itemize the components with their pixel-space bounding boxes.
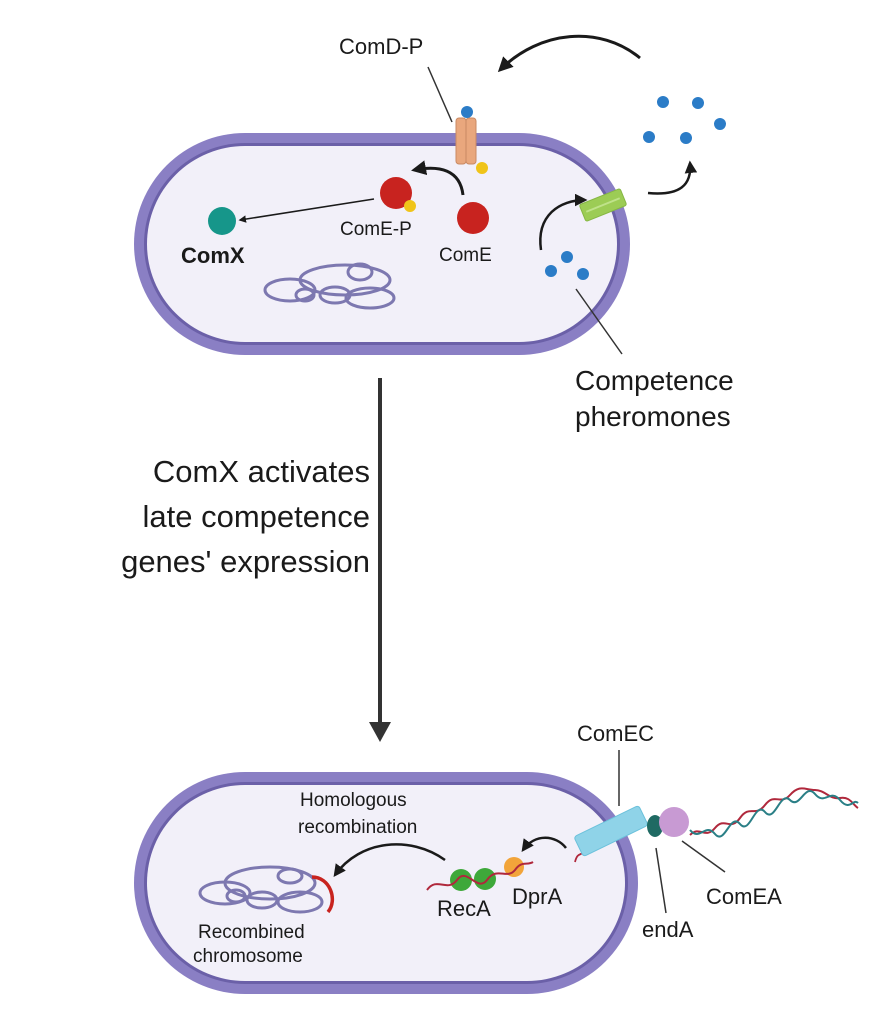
recombined-label-line2: chromosome	[193, 946, 303, 967]
comx-icon	[208, 207, 236, 235]
top-cell: ComD-P ComE-P ComE ComX	[134, 34, 630, 355]
come-to-come-p-arrow	[411, 160, 465, 196]
ssdna-strand	[426, 861, 534, 891]
internal-pheromones-icon	[545, 251, 589, 280]
transition-text-line2: late competence	[143, 499, 370, 534]
comec-label: ComEC	[577, 721, 654, 746]
pheromones-label-line2: pheromones	[575, 401, 731, 432]
enda-icon	[647, 815, 663, 837]
export-arrow-external	[647, 160, 698, 195]
dsdna-helix-icon	[689, 787, 859, 838]
transition-text-line1: ComX activates	[153, 454, 370, 489]
pheromone-transporter-icon	[579, 188, 627, 222]
come-p-icon	[380, 177, 416, 212]
enda-label: endA	[642, 917, 694, 942]
comd-p-label: ComD-P	[339, 34, 423, 59]
export-arrow-internal	[539, 193, 588, 251]
comd-receptor-icon	[455, 106, 488, 174]
comea-icon	[659, 807, 689, 837]
top-chromosome-icon	[263, 262, 396, 310]
recombined-label-line1: Recombined	[198, 922, 305, 943]
come-label: ComE	[439, 245, 492, 266]
homologous-label-line2: recombination	[298, 817, 417, 838]
pheromone-to-comd-arrow	[497, 34, 641, 73]
external-pheromones-icon	[643, 96, 726, 144]
comea-label: ComEA	[706, 884, 782, 909]
recombination-arrow	[333, 843, 446, 878]
come-p-label: ComE-P	[340, 219, 412, 240]
comec-channel-icon	[574, 805, 648, 857]
bottom-cell: Recombined chromosome Homologous recombi…	[134, 772, 639, 994]
comx-label: ComX	[181, 243, 245, 268]
transition-text-line3: genes' expression	[121, 544, 370, 579]
dpra-label: DprA	[512, 884, 562, 909]
pheromones-leader-line	[575, 288, 623, 355]
come-icon	[457, 202, 489, 234]
recombined-chromosome-icon	[198, 865, 334, 914]
homologous-label-line1: Homologous	[300, 790, 407, 811]
comea-leader-line	[681, 840, 726, 873]
bottom-cell-cytoplasm	[147, 785, 625, 981]
pheromones-label-line1: Competence	[575, 365, 734, 396]
enda-leader-line	[655, 847, 667, 914]
come-p-to-comx-arrow	[238, 198, 375, 223]
dna-to-dpra-arrow	[521, 836, 567, 853]
dpra-icon	[504, 857, 524, 877]
reca-label: RecA	[437, 896, 491, 921]
transition-arrowhead	[369, 722, 391, 742]
comd-p-leader-line	[427, 66, 453, 123]
